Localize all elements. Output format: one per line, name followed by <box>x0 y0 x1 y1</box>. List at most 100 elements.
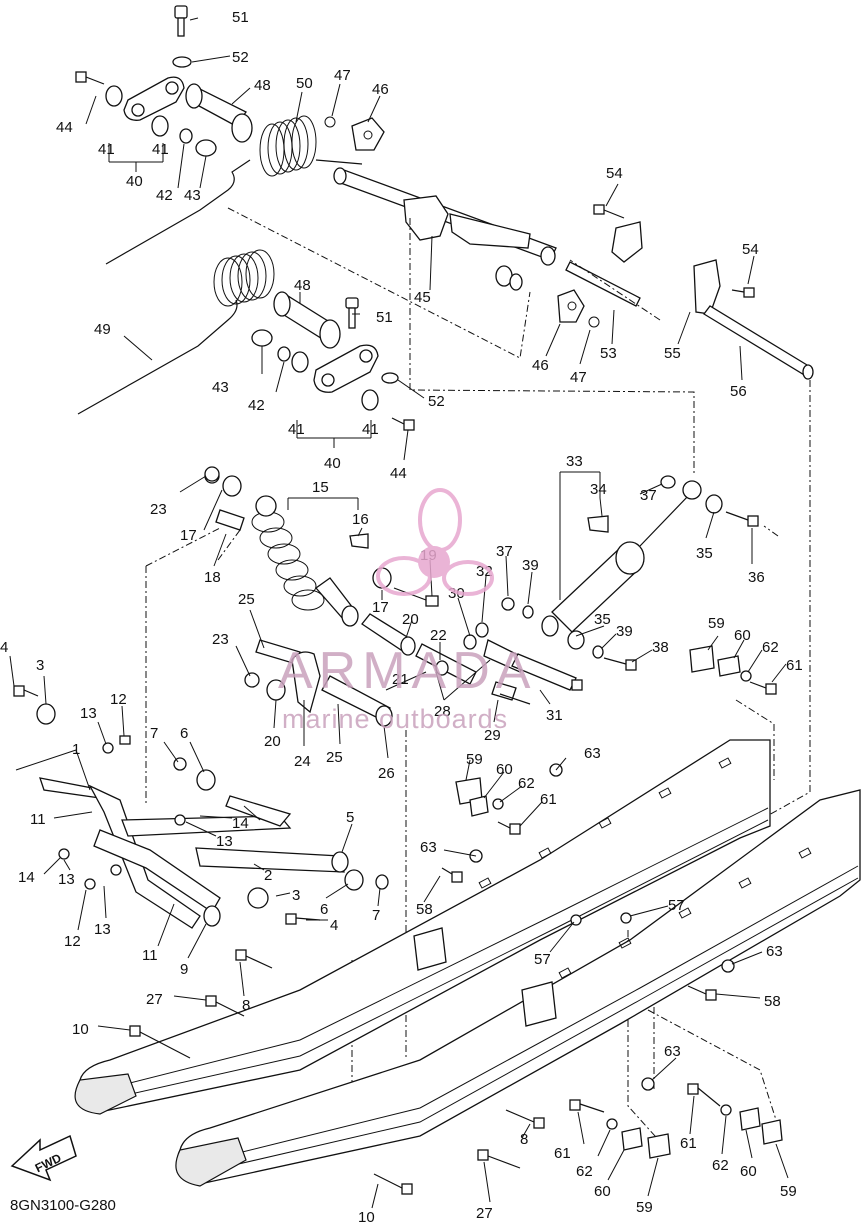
part-label-58-b: 58 <box>764 993 781 1010</box>
part-label-7-b: 7 <box>372 907 380 924</box>
part-label-62-c: 62 <box>576 1163 593 1180</box>
part-label-13-c: 13 <box>58 871 75 888</box>
part-label-21: 21 <box>392 671 409 688</box>
part-label-61-c: 61 <box>554 1145 571 1162</box>
part-label-41-c: 41 <box>288 421 305 438</box>
part-label-60-d: 60 <box>740 1163 757 1180</box>
part-label-61-a: 61 <box>540 791 557 808</box>
part-label-24: 24 <box>294 753 311 770</box>
part-label-51-b: 51 <box>376 309 393 326</box>
part-label-40-a: 40 <box>126 173 143 190</box>
part-label-6-a: 6 <box>180 725 188 742</box>
part-number-labels: 51 52 44 41 41 40 42 43 48 50 47 46 49 4… <box>0 9 803 1224</box>
part-label-60-c: 60 <box>594 1183 611 1200</box>
part-label-47-a: 47 <box>334 67 351 84</box>
part-label-58-a: 58 <box>416 901 433 918</box>
part-label-26: 26 <box>378 765 395 782</box>
part-label-59-c: 59 <box>636 1199 653 1216</box>
part-label-55: 55 <box>664 345 681 362</box>
part-label-60-a: 60 <box>496 761 513 778</box>
leader-lines <box>9 17 789 1209</box>
part-label-28: 28 <box>434 703 451 720</box>
watermark-brand: ARMADA <box>278 642 536 700</box>
part-label-37-b: 37 <box>640 487 657 504</box>
armada-watermark: ARMADA marine outboards <box>278 488 536 734</box>
part-label-47-b: 47 <box>570 369 587 386</box>
part-label-51-a: 51 <box>232 9 249 26</box>
part-label-3-a: 3 <box>36 657 44 674</box>
part-label-41-b: 41 <box>152 141 169 158</box>
part-label-49: 49 <box>94 321 111 338</box>
part-label-38: 38 <box>652 639 669 656</box>
part-label-14-a: 14 <box>232 815 249 832</box>
part-label-54-a: 54 <box>606 165 623 182</box>
part-label-2: 2 <box>264 867 272 884</box>
part-label-16: 16 <box>352 511 369 528</box>
part-label-62-b: 62 <box>762 639 779 656</box>
part-label-17-a: 17 <box>180 527 197 544</box>
part-label-63-d: 63 <box>664 1043 681 1060</box>
part-label-27-a: 27 <box>146 991 163 1008</box>
part-label-23-a: 23 <box>150 501 167 518</box>
part-label-34: 34 <box>590 481 607 498</box>
part-label-12-b: 12 <box>64 933 81 950</box>
part-label-45: 45 <box>414 289 431 306</box>
part-label-61-b: 61 <box>786 657 803 674</box>
part-label-7-a: 7 <box>150 725 158 742</box>
part-label-15: 15 <box>312 479 329 496</box>
part-label-63-b: 63 <box>420 839 437 856</box>
part-label-59-d: 59 <box>780 1183 797 1200</box>
part-label-42-b: 42 <box>248 397 265 414</box>
part-label-29: 29 <box>484 727 501 744</box>
part-label-52-a: 52 <box>232 49 249 66</box>
part-label-44-b: 44 <box>390 465 407 482</box>
part-label-11-b: 11 <box>142 947 158 964</box>
part-label-52-b: 52 <box>428 393 445 410</box>
part-label-10-b: 10 <box>358 1209 375 1224</box>
part-label-62-d: 62 <box>712 1157 729 1174</box>
part-label-8-b: 8 <box>520 1131 528 1148</box>
part-label-48-b: 48 <box>294 277 311 294</box>
part-label-8-a: 8 <box>242 997 250 1014</box>
part-label-39-a: 39 <box>522 557 539 574</box>
part-label-37-a: 37 <box>496 543 513 560</box>
part-label-5: 5 <box>346 809 354 826</box>
part-label-1: 1 <box>72 741 80 758</box>
part-label-10-a: 10 <box>72 1021 89 1038</box>
part-label-41-a: 41 <box>98 141 115 158</box>
diagram-code: 8GN3100-G280 <box>10 1197 116 1214</box>
part-label-9: 9 <box>180 961 188 978</box>
watermark-tagline: marine outboards <box>282 704 508 734</box>
part-label-33: 33 <box>566 453 583 470</box>
part-label-22: 22 <box>430 627 447 644</box>
part-label-36: 36 <box>748 569 765 586</box>
part-label-62-a: 62 <box>518 775 535 792</box>
part-label-40-b: 40 <box>324 455 341 472</box>
fwd-arrow: FWD <box>10 1134 77 1182</box>
propeller-logo-icon <box>376 488 494 596</box>
part-label-14-b: 14 <box>18 869 35 886</box>
part-label-50: 50 <box>296 75 313 92</box>
part-label-44-a: 44 <box>56 119 73 136</box>
part-label-20-a: 20 <box>402 611 419 628</box>
part-label-61-d: 61 <box>680 1135 697 1152</box>
part-label-57-a: 57 <box>534 951 551 968</box>
part-label-43-a: 43 <box>184 187 201 204</box>
part-label-35-a: 35 <box>696 545 713 562</box>
part-label-25-b: 25 <box>326 749 343 766</box>
part-label-11-a: 11 <box>30 811 46 828</box>
part-label-4-a: 4 <box>0 639 8 656</box>
shock-absorber-assembly <box>204 466 759 727</box>
part-label-35-b: 35 <box>594 611 611 628</box>
part-label-12-a: 12 <box>110 691 127 708</box>
slide-rails <box>74 645 861 1195</box>
part-label-13-a: 13 <box>80 705 97 722</box>
part-label-41-d: 41 <box>362 421 379 438</box>
front-arm-assembly <box>13 685 389 929</box>
part-label-6-b: 6 <box>320 901 328 918</box>
part-label-23-b: 23 <box>212 631 229 648</box>
part-label-59-b: 59 <box>708 615 725 632</box>
part-label-59-a: 59 <box>466 751 483 768</box>
part-label-13-d: 13 <box>94 921 111 938</box>
